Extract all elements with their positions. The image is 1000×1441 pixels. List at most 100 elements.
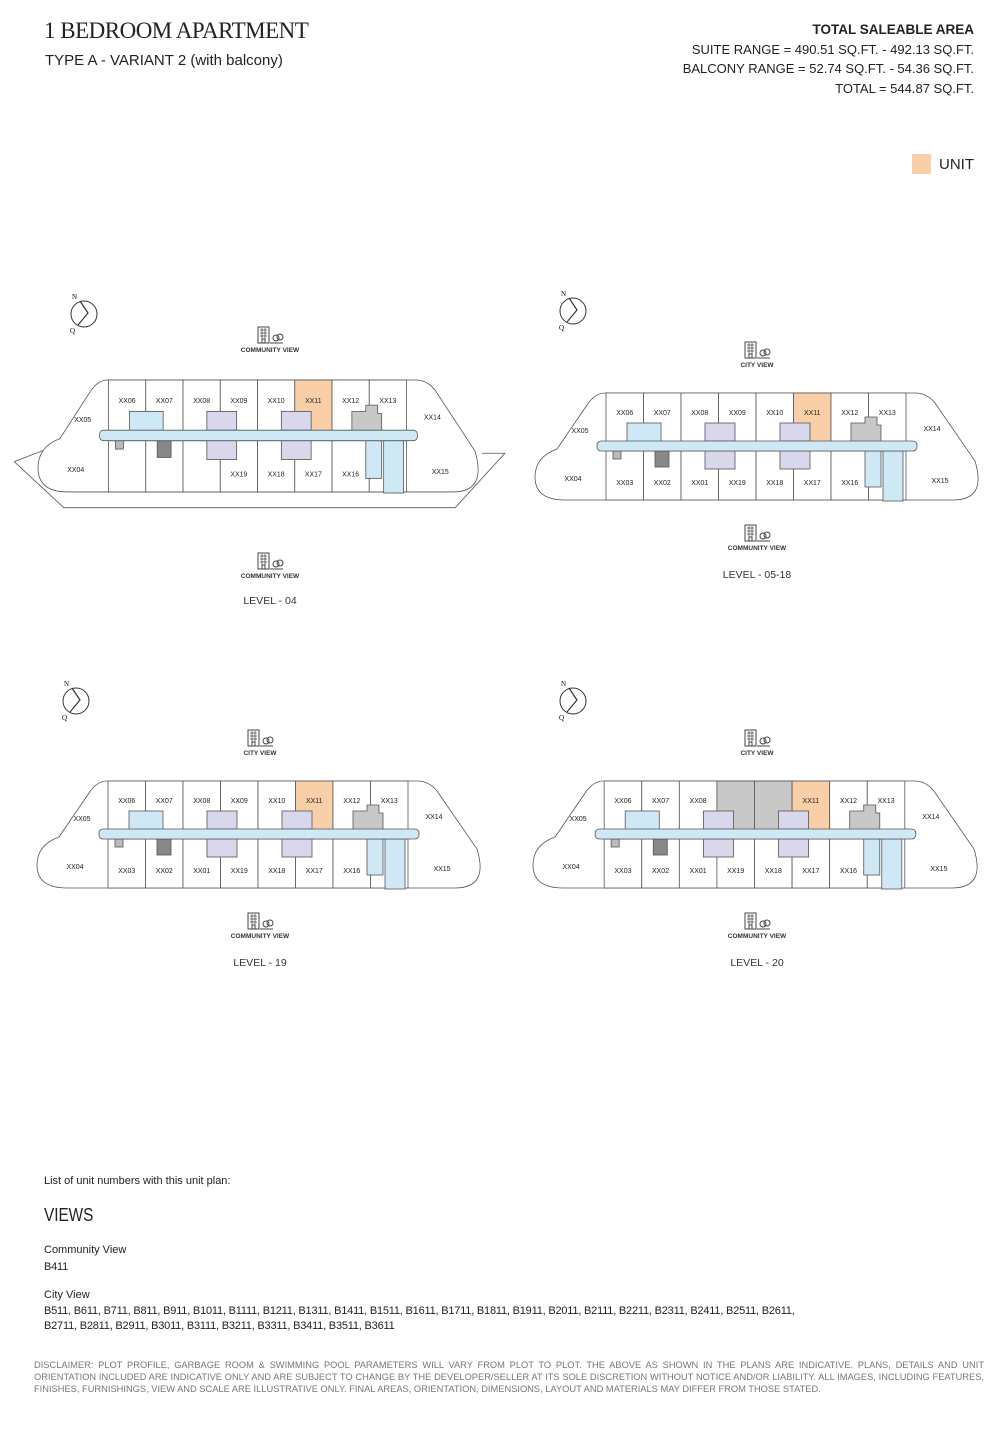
building-icon <box>257 326 284 344</box>
unit-label: XX16 <box>841 480 858 487</box>
unit-label: XX19 <box>230 470 247 478</box>
community-view-units: B411 <box>44 1261 69 1273</box>
stair-core <box>280 410 312 431</box>
saleable-area: TOTAL SALEABLE AREA SUITE RANGE = 490.51… <box>683 20 974 98</box>
views-heading: VIEWS <box>44 1205 94 1225</box>
lift-lobby <box>624 810 660 832</box>
service-shaft <box>610 838 620 848</box>
shaft <box>384 838 406 890</box>
building-icon <box>744 729 771 747</box>
balcony-range: BALCONY RANGE = 52.74 SQ.FT. - 54.36 SQ.… <box>682 61 974 76</box>
stair-core <box>778 810 810 830</box>
unit-label: XX04 <box>67 466 84 474</box>
unit-label: XX15 <box>432 468 449 476</box>
unit-label: XX02 <box>654 480 671 487</box>
unit-label: XX04 <box>563 864 580 871</box>
stair-core <box>206 810 238 830</box>
stair-core <box>778 838 810 858</box>
unit-cell <box>332 838 371 889</box>
building-icon <box>247 912 274 930</box>
unit-label: XX18 <box>268 868 285 875</box>
top-view-label: CITY VIEW <box>190 729 330 757</box>
unit-label: XX10 <box>268 798 285 805</box>
view-text: COMMUNITY VIEW <box>727 545 787 552</box>
unit-label: XX14 <box>923 426 940 433</box>
unit-label: XX19 <box>231 868 248 875</box>
unit-label: XX15 <box>930 866 947 873</box>
unit-label: XX12 <box>840 798 857 805</box>
building-icon <box>247 729 274 747</box>
unit-label: XX02 <box>652 868 669 875</box>
unit-list-intro: List of unit numbers with this unit plan… <box>44 1175 231 1187</box>
unit-label: XX01 <box>691 480 708 487</box>
shaft <box>881 838 903 890</box>
building-icon <box>744 524 771 542</box>
unit-label: XX02 <box>156 868 173 875</box>
unit-type: TYPE A - VARIANT 2 (with balcony) <box>45 52 283 69</box>
garbage-room <box>652 838 668 856</box>
unit-label: XX04 <box>564 476 581 483</box>
unit-label: XX03 <box>614 868 631 875</box>
garbage-room <box>156 440 172 458</box>
unit-label: XX12 <box>342 397 359 405</box>
unit-label: XX06 <box>118 798 135 805</box>
unit-label: XX14 <box>922 814 939 821</box>
stair-core <box>280 440 312 460</box>
view-text: COMMUNITY VIEW <box>230 933 290 940</box>
unit-label: XX06 <box>616 410 633 417</box>
stair-core <box>281 810 313 830</box>
area-heading: TOTAL SALEABLE AREA <box>812 22 974 37</box>
svg-text:Q: Q <box>559 324 564 332</box>
view-text: CITY VIEW <box>243 750 277 757</box>
unit-cell <box>641 838 680 889</box>
unit-label: XX01 <box>690 868 707 875</box>
lift-lobby <box>128 810 164 832</box>
top-view-label: COMMUNITY VIEW <box>200 326 340 354</box>
bottom-view-label: COMMUNITY VIEW <box>190 912 330 940</box>
unit-label: XX09 <box>230 397 247 405</box>
unit-cell <box>107 838 146 889</box>
legend: UNIT <box>912 154 974 174</box>
legend-label: UNIT <box>939 155 974 173</box>
unit-label: XX10 <box>268 397 285 405</box>
shaft <box>882 450 904 502</box>
unit-label: XX11 <box>803 798 820 805</box>
unit-label: XX08 <box>691 410 708 417</box>
level-label: LEVEL - 19 <box>233 957 287 969</box>
svg-text:N: N <box>561 680 566 688</box>
bottom-view-label: COMMUNITY VIEW <box>200 552 340 580</box>
unit-label: XX12 <box>841 410 858 417</box>
stair-core <box>206 838 238 858</box>
stair-core <box>779 450 811 470</box>
svg-text:N: N <box>561 290 566 298</box>
level-label: LEVEL - 05-18 <box>722 569 792 581</box>
unit-label: XX06 <box>119 397 136 405</box>
unit-cell <box>754 780 793 832</box>
unit-label: XX06 <box>614 798 631 805</box>
unit-label: XX10 <box>766 410 783 417</box>
unit-label: XX13 <box>877 798 894 805</box>
top-view-label: CITY VIEW <box>687 341 827 369</box>
unit-cell <box>680 450 719 501</box>
unit-label: XX13 <box>381 798 398 805</box>
unit-label: XX11 <box>305 397 321 405</box>
unit-label: XX04 <box>66 864 83 871</box>
unit-label: XX07 <box>156 798 173 805</box>
shaft <box>366 838 384 876</box>
unit-label: XX11 <box>306 798 323 805</box>
unit-label: XX07 <box>156 397 173 405</box>
unit-label: XX16 <box>840 868 857 875</box>
unit-label: XX03 <box>118 868 135 875</box>
unit-label: XX03 <box>616 480 633 487</box>
building-icon <box>744 341 771 359</box>
building-icon <box>257 552 284 570</box>
svg-text:Q: Q <box>62 714 67 722</box>
corridor <box>98 828 420 840</box>
shaft <box>864 450 882 488</box>
unit-label: XX17 <box>802 868 819 875</box>
unit-label: XX08 <box>193 397 210 405</box>
stair-core <box>779 422 811 442</box>
